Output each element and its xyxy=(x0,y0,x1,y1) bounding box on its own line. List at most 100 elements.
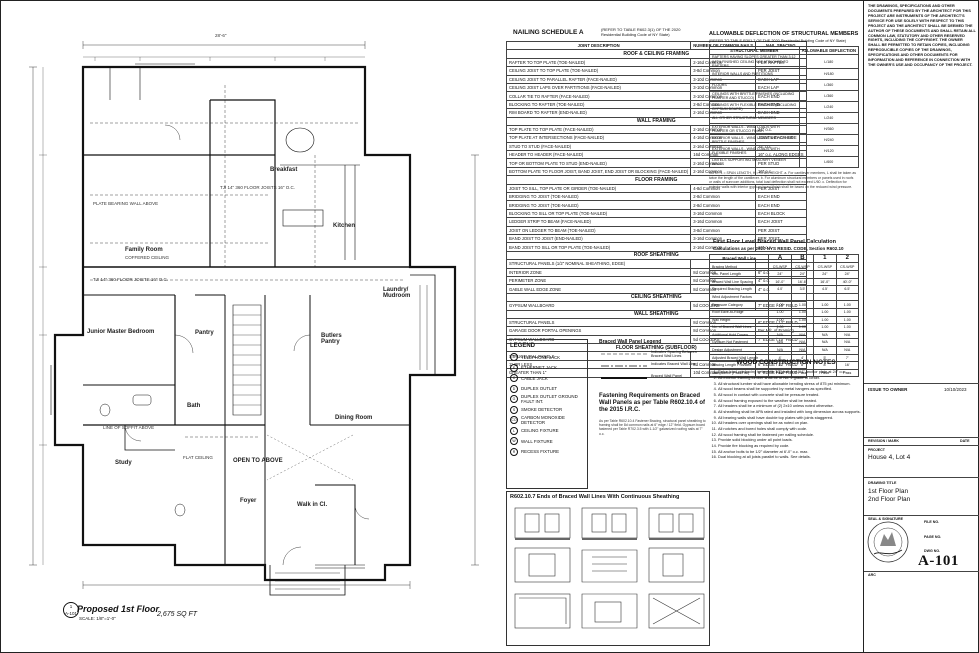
nailing-cell: BRIDGING TO JOIST (TOE-NAILED) xyxy=(505,200,692,210)
deflection-header-cell: STRUCTURAL MEMBER xyxy=(709,45,800,56)
brace-calc-header-cell: 1 xyxy=(813,253,837,264)
wood-note-item: Provide fire blocking as required by cod… xyxy=(718,443,861,449)
plan-scale: SCALE: 1/8"=1'-0" xyxy=(79,616,116,621)
nailing-cell: EACH END xyxy=(755,192,807,202)
nailing-cell: HEADER TO HEADER (FACE-NAILED) xyxy=(505,150,692,160)
nailing-cell: JOIST TO SILL, TOP PLATE OR GIRDER (TOE-… xyxy=(505,183,692,194)
room-junior-master: Junior Master Bedroom xyxy=(87,329,155,335)
legend-label: CABLE JACK xyxy=(521,375,548,381)
deflection-row: EXTERIOR WALLS - WIND LOADS WITH FLEXIBL… xyxy=(709,145,860,158)
nailing-cell: CEILING JOIST TO PARALLEL RAFTER (FACE-N… xyxy=(505,74,692,84)
deflection-cell: ALL OTHER STRUCTURAL MEMBERS xyxy=(709,112,800,125)
plan-title: Proposed 1st Floor xyxy=(77,604,160,614)
wood-note-item: All headers over openings shall be as no… xyxy=(718,420,861,426)
nailing-cell: TOP PLATE AT INTERSECTIONS (FACE-NAILED) xyxy=(505,133,692,143)
deflection-row: EXTERIOR WALLS - WIND LOADS WITH PLASTER… xyxy=(709,123,860,136)
brace-calc-cell: 1.00 xyxy=(813,315,837,325)
braced-wall-legend-item: Indicates Braced Wall Line xyxy=(651,362,696,366)
brace-calc-cell: Min. Panel Length xyxy=(708,270,770,279)
legend-title: LEGEND xyxy=(510,343,536,349)
revision-label: REVISION / MARK xyxy=(868,439,899,443)
deflection-title: ALLOWABLE DEFLECTION OF STRUCTURAL MEMBE… xyxy=(709,31,859,37)
view-tag-sheet: A-101 xyxy=(64,611,77,616)
brace-calc-cell: N/A xyxy=(768,330,792,340)
nailing-row: BRIDGING TO JOIST (TOE-NAILED)2-8d Commo… xyxy=(505,200,807,210)
deflection-cell: LINTELS SUPPORTING MASONRY VENEER WALLS xyxy=(709,156,800,169)
brace-calc-cell: N/A xyxy=(835,345,860,355)
legend-label: DUPLEX OUTLET xyxy=(521,386,558,392)
deflection-row: EXTERIOR WALLS - WIND LOADS WITH OTHER B… xyxy=(709,134,860,147)
nailing-cell: BOTTOM PLATE TO FLOOR JOIST, BAND JOIST,… xyxy=(505,166,692,177)
title-block: THE DRAWINGS, SPECIFICATIONS AND OTHER D… xyxy=(863,1,979,653)
brace-calc-cell: 24" xyxy=(768,270,792,279)
wood-note-item: All structural lumber shall have allowab… xyxy=(718,381,861,387)
room-bath: Bath xyxy=(187,403,201,409)
nailing-cell: GYPSUM WALLBOARD xyxy=(505,301,692,311)
nailing-cell: TOP OR BOTTOM PLATE TO STUD (END-NAILED) xyxy=(505,158,692,168)
wood-note-item: All headers shall be a minimum of (2) 2x… xyxy=(718,403,861,409)
brace-calc-cell: 6.5' xyxy=(835,285,860,294)
copyright-disclaimer: THE DRAWINGS, SPECIFICATIONS AND OTHER D… xyxy=(868,4,976,68)
brace-calc-cell: 16'-0" xyxy=(813,277,837,287)
braced-wall-detail-title: R602.10.7 Ends of Braced Wall Lines With… xyxy=(510,494,680,500)
nailing-cell: BRIDGING TO JOIST (TOE-NAILED) xyxy=(505,192,692,202)
brace-calc-subtitle: Calculations as per 2020 NYS RESID. CODE… xyxy=(713,246,844,251)
legend-label: SMOKE DETECTOR xyxy=(521,407,563,413)
deflection-notes: NOTE: L = SPAN LENGTH, H = SPAN HEIGHT. … xyxy=(709,171,857,190)
brace-calc-cell: Braced Wall Line Spacing xyxy=(708,277,770,287)
brace-calc-cell: 1.00 xyxy=(835,323,860,332)
nailing-cell: EACH BLOCK xyxy=(755,208,807,219)
room-kitchen: Kitchen xyxy=(333,223,356,229)
brace-calc-cell: 1.00 xyxy=(813,307,837,317)
seal-label: SEAL & SIGNATURE xyxy=(868,517,904,521)
floor-plan: 28'-6" Breakfast Family Room COFFERED CE… xyxy=(15,5,505,645)
deflection-cell: L/240 xyxy=(798,112,860,125)
brace-calc-cell: 24" xyxy=(835,270,860,279)
nailing-cell: BAND JOIST TO JOIST (END-NAILED) xyxy=(505,233,692,244)
brace-calc-cell: N/A xyxy=(790,345,815,355)
legend-symbol-icon: E xyxy=(510,363,518,372)
nailing-schedule-subtitle: (REFER TO TABLE R602.3(1) OF THE 2020 Re… xyxy=(601,27,681,37)
brace-calc-cell: 1.00 xyxy=(835,315,860,325)
dwg-number-label: DWG NO. xyxy=(924,549,941,553)
professional-seal xyxy=(867,521,909,563)
wood-note-item: Rebar/stud reinforcing to be with 1/2" b… xyxy=(718,369,861,375)
wood-note-item: All anchor bolts to be 1/2" diameter at … xyxy=(718,449,861,455)
braced-wall-legend: Braced Wall Panel Legend Indicates Spaci… xyxy=(599,339,707,387)
brace-calc-header-cell: 2 xyxy=(835,253,860,264)
deflection-subtitle: (REFER TO TABLE R301.7 OF THE 2020 Resid… xyxy=(709,39,846,43)
legend-symbol-icon: L xyxy=(510,426,518,435)
wood-note-item: All wood in contact with concrete shall … xyxy=(718,392,861,398)
plan-area: 2,675 SQ FT xyxy=(157,611,198,618)
nailing-cell: JOIST ON LEDGER TO BEAM (TOE-NAILED) xyxy=(505,225,692,236)
legend-symbol-icon: C xyxy=(510,374,518,383)
wood-note-item: All notches and bored holes shall comply… xyxy=(718,426,861,432)
drawing-title-label: DRAWING TITLE xyxy=(868,481,897,485)
brace-calc-cell: CS-WSP xyxy=(813,262,837,271)
nailing-cell: GABLE WALL EDGE ZONE xyxy=(505,284,692,294)
brace-calc-cell: N/A xyxy=(768,338,792,347)
room-pantry: Pantry xyxy=(195,330,214,336)
issue-label: ISSUE TO OWNER xyxy=(868,387,908,392)
legend-label: RECESS FIXTURE xyxy=(521,449,560,455)
fastening-requirements-title: Fastening Requirements on Braced Wall Pa… xyxy=(599,393,706,414)
brace-calc-cell: Wall Height xyxy=(708,315,770,325)
nailing-row: LEDGER STRIP TO BEAM (FACE-NAILED)3-16d … xyxy=(505,217,807,227)
